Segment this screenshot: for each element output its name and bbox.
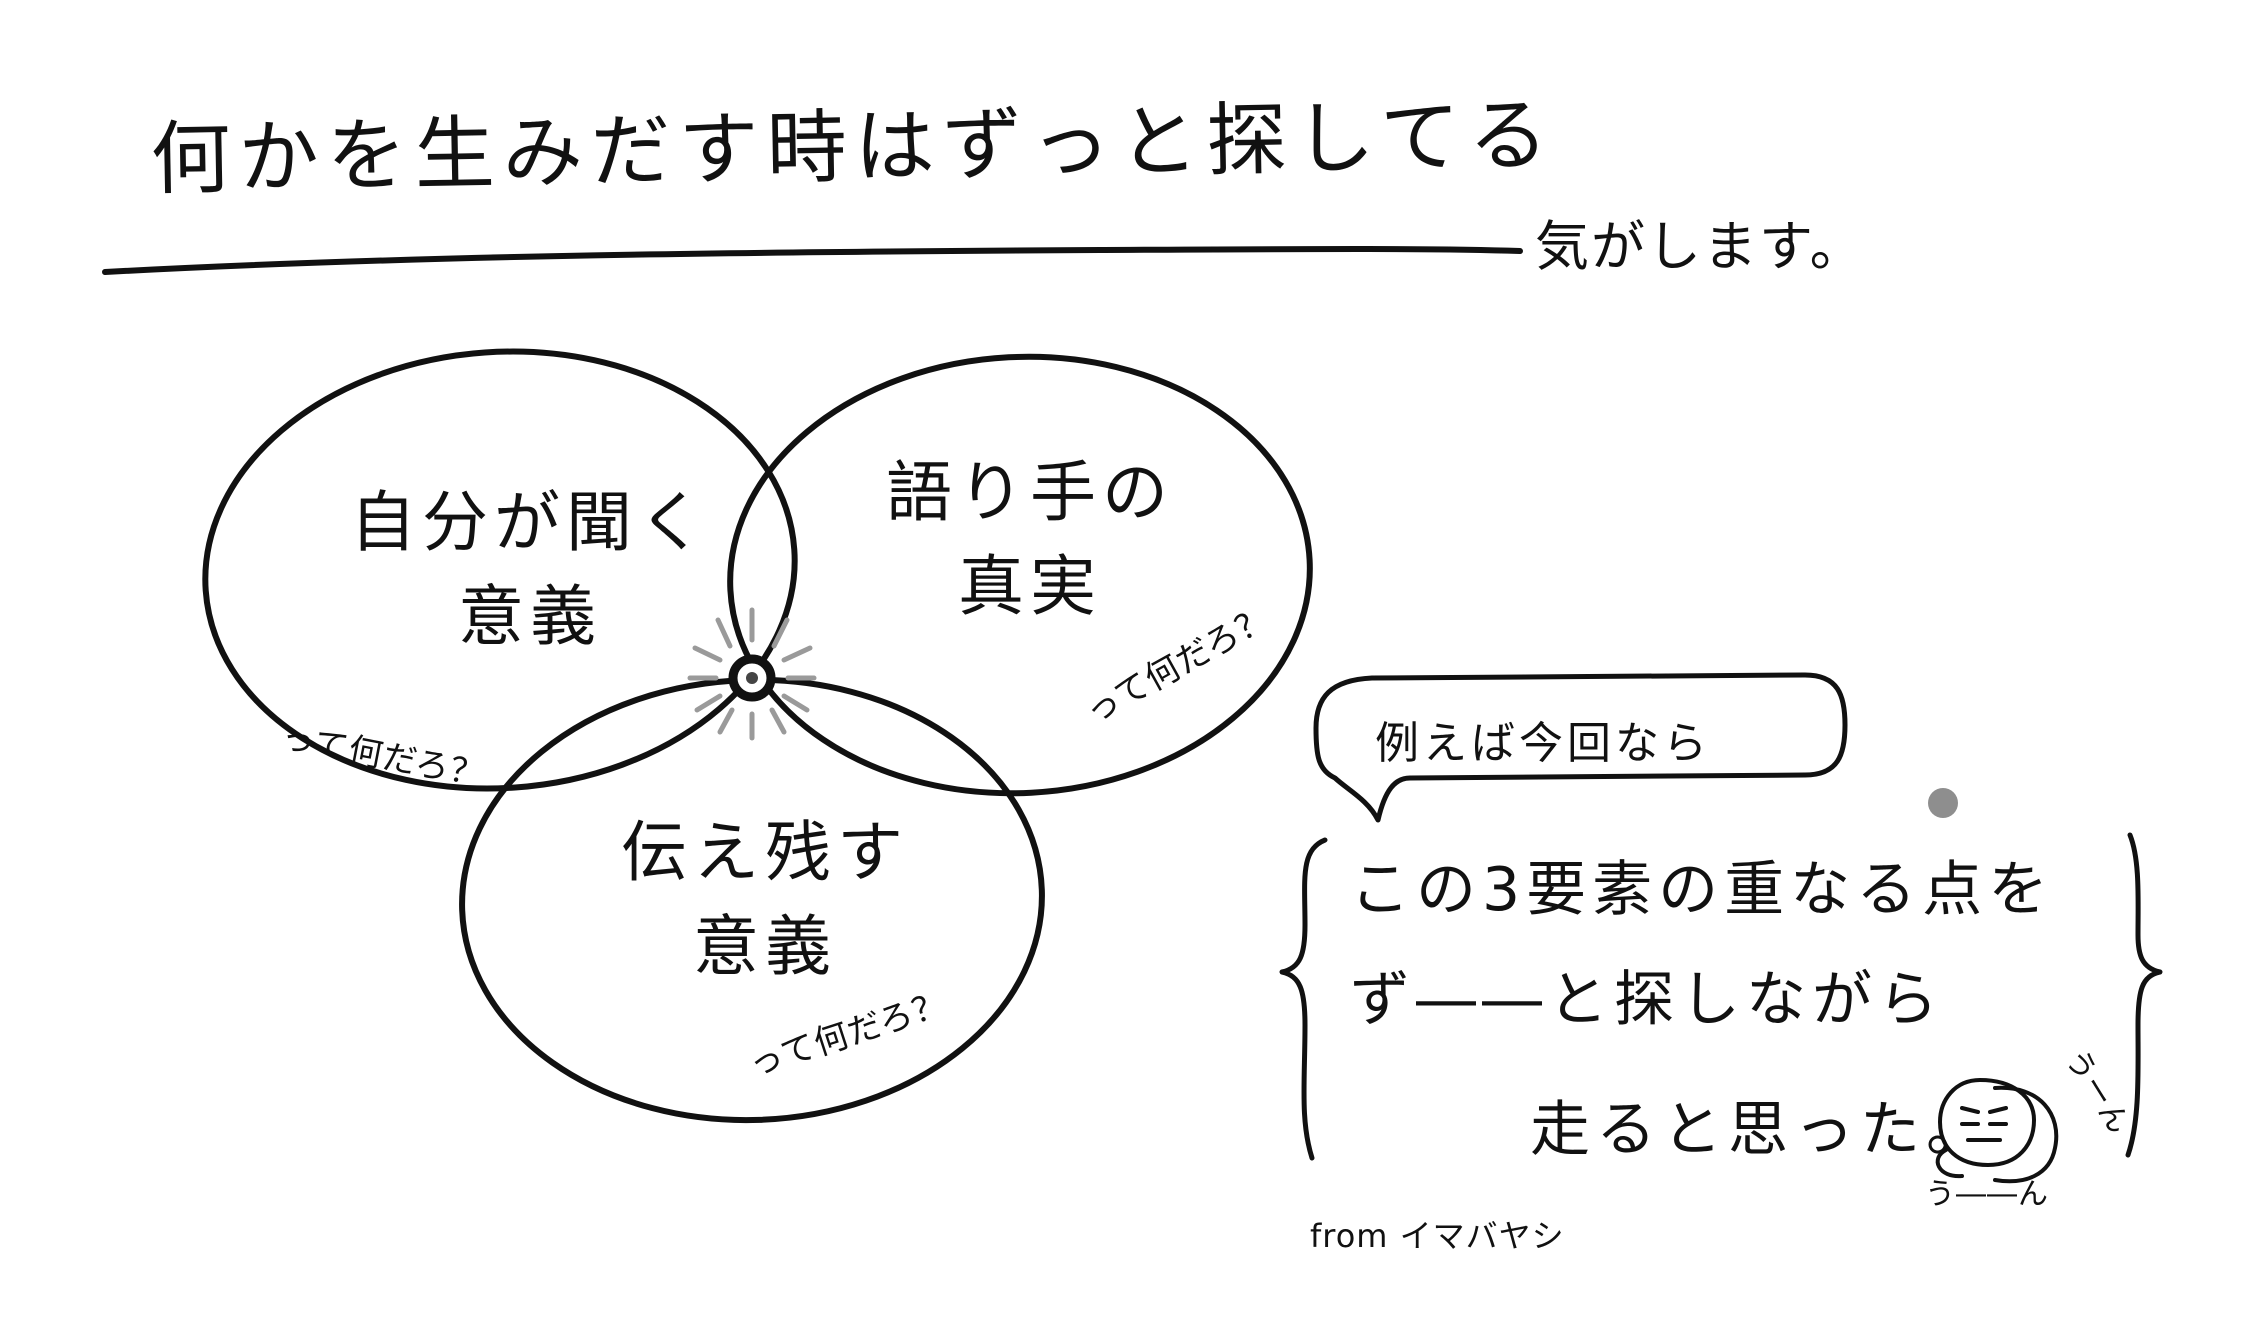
intersection-point-icon [687,607,817,741]
circle-label-legacy: 伝え残す 意義 [600,820,930,980]
speech-bubble [1313,672,1848,823]
bracket-text-line-2: ず――と探しながら [1350,965,1944,1035]
right-curly-brace [2125,832,2163,1158]
circle-label-line: 意義 [458,578,602,655]
bracket-text-line-1: この3要素の重なる点を [1350,855,2055,925]
circle-listener [202,348,798,792]
left-curly-brace [1279,837,1328,1161]
circle-label-line: 真実 [958,548,1102,625]
thinking-face-icon [1935,1078,2059,1184]
ink-spot [1928,788,1958,818]
bracket-text-line-3: 走ると思った。 [1530,1095,1992,1165]
circle-label-line: 自分が聞く [350,484,710,561]
circle-label-listener: 自分が聞く 意義 [340,490,720,650]
speech-bubble-text: 例えば今回なら [1375,718,1711,769]
moan-text-lower: う――ん [1925,1177,2049,1212]
signature: from イマバヤシ [1310,1217,1565,1255]
circle-label-line: 語り手の [886,454,1174,531]
page-title: 何かを生みだす時はずっと探してる [149,88,1557,206]
title-underline [102,246,1523,275]
circle-label-line: 伝え残す [621,814,909,891]
circle-label-storyteller: 語り手の 真実 [860,460,1200,620]
title-tail: 気がします。 [1535,215,1866,278]
circle-label-line: 意義 [693,908,837,985]
circle-storyteller [727,353,1313,797]
